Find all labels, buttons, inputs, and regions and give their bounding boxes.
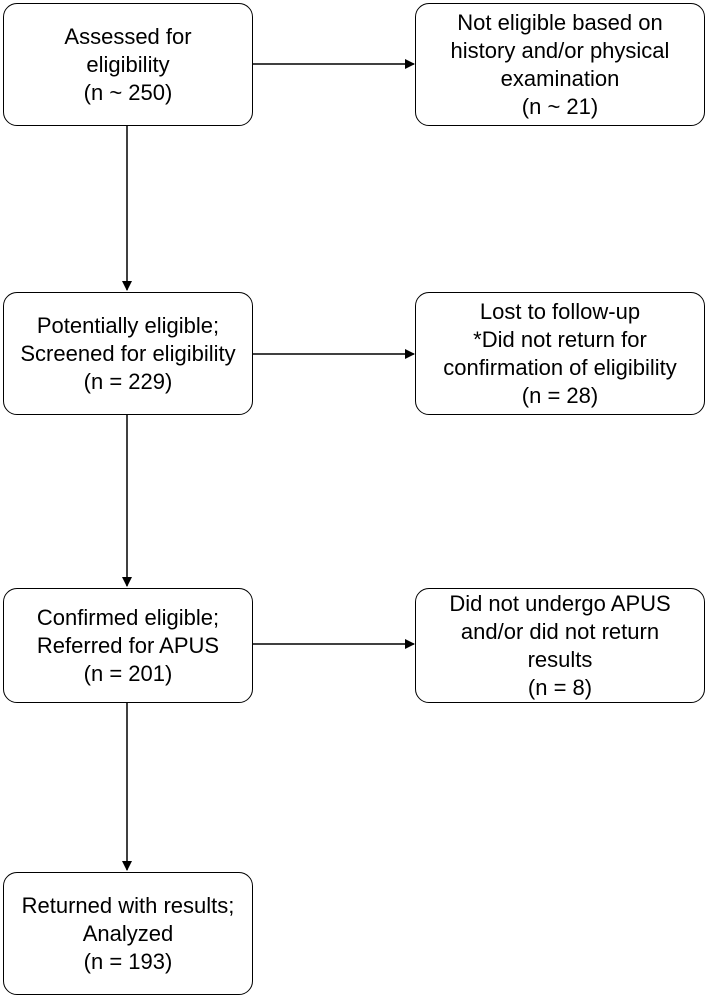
box-not-eligible: Not eligible based on history and/or phy… xyxy=(415,3,705,126)
box-line: (n = 201) xyxy=(83,660,173,686)
box-line: Screened for eligibility xyxy=(20,340,236,366)
box-line: (n = 28) xyxy=(521,382,599,408)
box-line: (n = 8) xyxy=(527,674,593,700)
box-line: (n ~ 250) xyxy=(83,79,173,105)
box-line: history and/or physical xyxy=(450,37,670,63)
box-line: Analyzed xyxy=(82,920,174,946)
box-lost-to-follow-up: Lost to follow-up *Did not return for co… xyxy=(415,292,705,415)
box-line: and/or did not return xyxy=(460,618,660,644)
box-line: Not eligible based on xyxy=(457,9,663,35)
box-line: Potentially eligible; xyxy=(36,312,220,338)
box-line: *Did not return for xyxy=(473,326,647,352)
box-line: Did not undergo APUS xyxy=(449,590,671,616)
box-confirmed-eligible: Confirmed eligible; Referred for APUS (n… xyxy=(3,588,253,703)
box-line: Returned with results; xyxy=(21,892,235,918)
box-assessed-for-eligibility: Assessed for eligibility (n ~ 250) xyxy=(3,3,253,126)
box-line: (n = 229) xyxy=(83,368,173,394)
box-line: (n ~ 21) xyxy=(521,93,599,119)
box-line: Referred for APUS xyxy=(36,632,220,658)
box-did-not-undergo-apus: Did not undergo APUS and/or did not retu… xyxy=(415,588,705,703)
box-line: Lost to follow-up xyxy=(479,298,641,324)
box-line: Assessed for xyxy=(64,23,192,49)
box-line: Confirmed eligible; xyxy=(36,604,220,630)
box-line: (n = 193) xyxy=(83,948,173,974)
box-potentially-eligible: Potentially eligible; Screened for eligi… xyxy=(3,292,253,415)
box-line: eligibility xyxy=(86,51,170,77)
box-line: examination xyxy=(500,65,620,91)
box-line: results xyxy=(527,646,593,672)
box-returned-with-results: Returned with results; Analyzed (n = 193… xyxy=(3,872,253,995)
box-line: confirmation of eligibility xyxy=(443,354,677,380)
